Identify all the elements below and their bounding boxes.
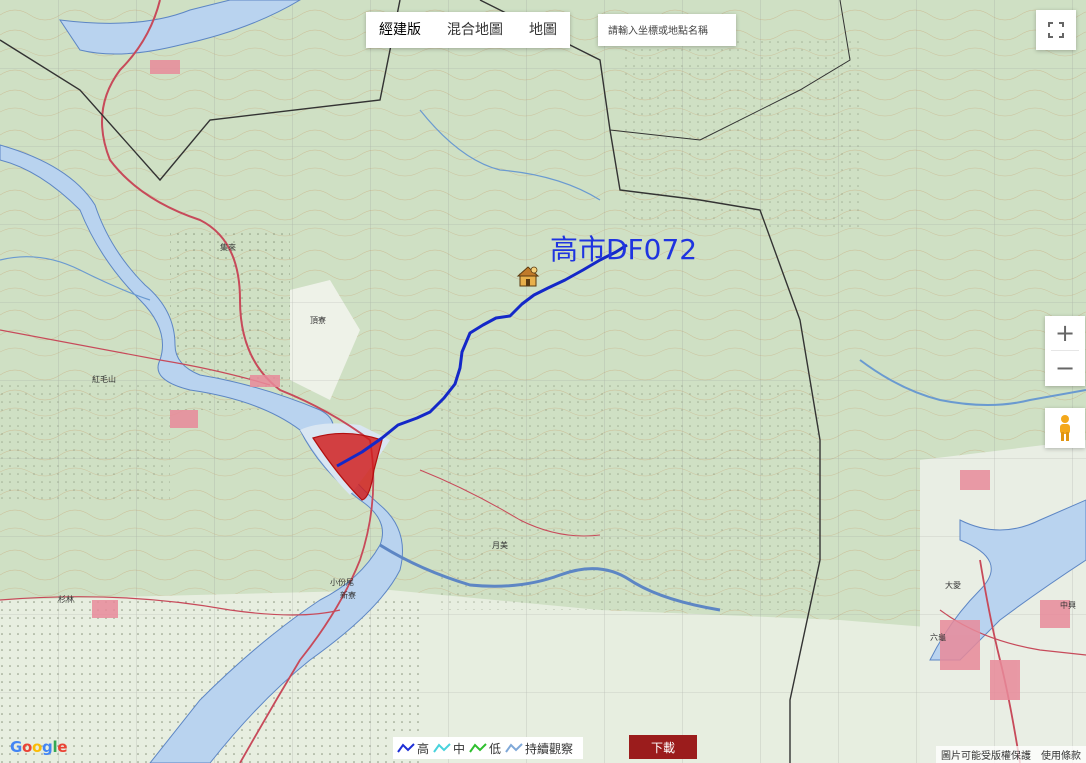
line-high-icon (397, 743, 415, 753)
legend-label-monitor: 持續觀察 (525, 741, 574, 756)
line-low-icon (469, 743, 487, 753)
pegman-icon (1060, 415, 1070, 441)
place-label: 月美 (492, 540, 508, 550)
place-label: 頂寮 (310, 315, 326, 325)
google-logo: Google (10, 738, 68, 756)
legend-item-high: 高 (397, 740, 429, 757)
stream-label: 高市DF072 (550, 233, 698, 266)
legend-item-low: 低 (469, 740, 501, 757)
risk-legend: 高 中 低 持續觀察 (393, 737, 584, 759)
place-label: 集來 (220, 242, 236, 252)
place-label: 杉林 (58, 594, 74, 604)
terms-link[interactable]: 使用條款 (1041, 751, 1081, 762)
search-input[interactable] (598, 14, 738, 46)
fullscreen-icon (1048, 22, 1064, 38)
line-medium-icon (433, 743, 451, 753)
zoom-control: + − (1045, 316, 1085, 386)
legend-label-low: 低 (489, 741, 502, 756)
house-marker-icon[interactable] (516, 266, 540, 287)
map-type-switcher: 經建版 混合地圖 地圖 (366, 12, 570, 48)
legend-item-monitor: 持續觀察 (505, 740, 573, 757)
fullscreen-button[interactable] (1036, 10, 1076, 50)
legend-label-high: 高 (417, 741, 430, 756)
search-box (598, 14, 738, 46)
zoom-in-button[interactable]: + (1054, 319, 1076, 347)
map-type-roadmap[interactable]: 地圖 (529, 22, 557, 38)
place-label: 紅毛山 (92, 374, 116, 384)
place-label: 中興 (1060, 600, 1076, 610)
zoom-out-button[interactable]: − (1054, 354, 1076, 382)
map-type-topographic[interactable]: 經建版 (379, 22, 421, 38)
map-type-hybrid[interactable]: 混合地圖 (447, 22, 503, 38)
place-label: 新寮 (340, 590, 356, 600)
place-label: 六龜 (930, 632, 946, 642)
zoom-divider (1051, 350, 1079, 351)
legend-item-medium: 中 (433, 740, 465, 757)
legend-label-medium: 中 (453, 741, 466, 756)
download-button[interactable]: 下載 (629, 735, 697, 759)
place-label: 小份尾 (330, 577, 354, 587)
line-monitor-icon (505, 743, 523, 753)
map-footer: 圖片可能受版權保護 使用條款 (936, 746, 1086, 763)
place-label: 大愛 (945, 580, 961, 590)
street-view-button[interactable] (1045, 408, 1085, 448)
attribution-text: 圖片可能受版權保護 (941, 751, 1031, 762)
debris-flow-stream[interactable] (336, 243, 628, 468)
